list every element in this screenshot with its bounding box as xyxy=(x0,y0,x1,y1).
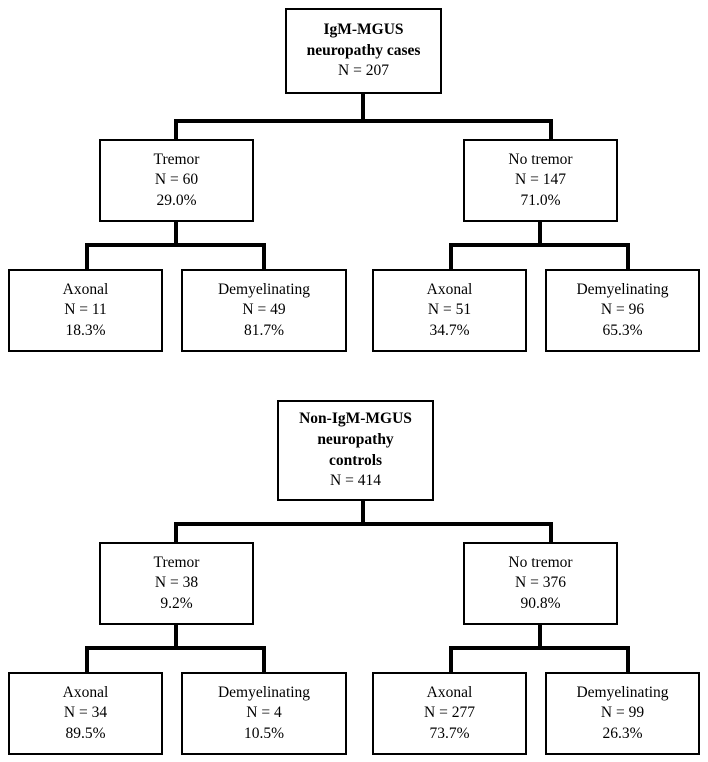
connector-t2-level2-bar xyxy=(174,522,553,526)
node-count: N = 147 xyxy=(515,171,566,189)
connector-t2-drop-tremor xyxy=(174,522,178,544)
node-title-line: controls xyxy=(328,451,383,469)
node-t1-no-tremor-axonal[interactable]: Axonal N = 51 34.7% xyxy=(372,269,527,352)
node-percent: 26.3% xyxy=(602,724,643,742)
node-t2-tremor-demyelinating[interactable]: Demyelinating N = 4 10.5% xyxy=(181,672,347,755)
node-percent: 65.3% xyxy=(602,321,643,339)
connector-t2-tremor-stem xyxy=(174,624,178,650)
node-label: No tremor xyxy=(508,150,573,168)
node-title-line: neuropathy xyxy=(317,430,394,448)
node-t1-no-tremor[interactable]: No tremor N = 147 71.0% xyxy=(463,139,618,222)
node-percent: 81.7% xyxy=(243,321,285,339)
node-percent: 90.8% xyxy=(520,594,561,612)
connector-t2-drop-demy-b xyxy=(626,646,630,674)
node-percent: 29.0% xyxy=(156,191,197,209)
node-t2-no-tremor-demyelinating[interactable]: Demyelinating N = 99 26.3% xyxy=(545,672,700,755)
node-count: N = 376 xyxy=(515,574,566,592)
node-count: N = 34 xyxy=(63,704,108,722)
connector-t1-drop-axonal-a xyxy=(85,243,89,271)
connector-t2-drop-demy-a xyxy=(262,646,266,674)
node-percent: 71.0% xyxy=(520,191,561,209)
node-label: Demyelinating xyxy=(217,280,311,298)
connector-t1-drop-demy-b xyxy=(626,243,630,271)
connector-t2-no-tremor-bar xyxy=(449,646,630,650)
node-count: N = 99 xyxy=(600,704,645,722)
node-percent: 34.7% xyxy=(429,321,470,339)
node-title-line: neuropathy cases xyxy=(306,41,421,59)
connector-t1-drop-no-tremor xyxy=(549,119,553,141)
connector-t2-no-tremor-stem xyxy=(538,624,542,650)
node-count: N = 11 xyxy=(64,301,107,319)
node-title-line: Non-IgM-MGUS xyxy=(299,410,412,428)
connector-t2-drop-axonal-b xyxy=(449,646,453,674)
node-percent: 10.5% xyxy=(243,724,285,742)
node-t1-no-tremor-demyelinating[interactable]: Demyelinating N = 96 65.3% xyxy=(545,269,700,352)
connector-t1-no-tremor-stem xyxy=(538,221,542,247)
node-t2-no-tremor[interactable]: No tremor N = 376 90.8% xyxy=(463,542,618,625)
node-label: No tremor xyxy=(508,553,573,571)
node-t1-tremor[interactable]: Tremor N = 60 29.0% xyxy=(99,139,254,222)
node-t2-tremor[interactable]: Tremor N = 38 9.2% xyxy=(99,542,254,625)
connector-t1-drop-axonal-b xyxy=(449,243,453,271)
node-t2-root[interactable]: Non-IgM-MGUS neuropathy controls N = 414 xyxy=(277,400,434,501)
connector-t1-tremor-stem xyxy=(174,221,178,247)
node-label: Demyelinating xyxy=(576,683,669,701)
node-label: Tremor xyxy=(153,553,200,571)
node-count: N = 277 xyxy=(424,704,475,722)
node-count: N = 51 xyxy=(427,301,472,319)
connector-t1-drop-demy-a xyxy=(262,243,266,271)
connector-t2-tremor-bar xyxy=(85,646,266,650)
node-label: Tremor xyxy=(153,150,200,168)
node-count: N = 414 xyxy=(330,472,381,490)
node-label: Axonal xyxy=(62,280,109,298)
node-t1-root[interactable]: IgM-MGUS neuropathy cases N = 207 xyxy=(285,8,442,94)
node-percent: 18.3% xyxy=(65,321,106,339)
node-percent: 73.7% xyxy=(429,724,470,742)
connector-t1-tremor-bar xyxy=(85,243,266,247)
node-t1-tremor-axonal[interactable]: Axonal N = 11 18.3% xyxy=(8,269,163,352)
connector-t1-drop-tremor xyxy=(174,119,178,141)
node-label: Axonal xyxy=(62,683,109,701)
connector-t1-no-tremor-bar xyxy=(449,243,630,247)
node-count: N = 38 xyxy=(154,574,199,592)
node-label: Axonal xyxy=(426,683,473,701)
connector-t2-drop-axonal-a xyxy=(85,646,89,674)
node-count: N = 4 xyxy=(246,704,282,722)
node-count: N = 207 xyxy=(338,62,389,80)
node-label: Demyelinating xyxy=(217,683,311,701)
node-t2-no-tremor-axonal[interactable]: Axonal N = 277 73.7% xyxy=(372,672,527,755)
connector-t2-drop-no-tremor xyxy=(549,522,553,544)
node-count: N = 49 xyxy=(242,301,286,319)
connector-t1-root-stem xyxy=(361,93,365,123)
connector-t1-level2-bar xyxy=(174,119,553,123)
node-title-line: IgM-MGUS xyxy=(323,21,404,39)
node-t2-tremor-axonal[interactable]: Axonal N = 34 89.5% xyxy=(8,672,163,755)
node-percent: 89.5% xyxy=(65,724,106,742)
node-label: Axonal xyxy=(426,280,473,298)
node-count: N = 60 xyxy=(154,171,199,189)
connector-t2-root-stem xyxy=(361,500,365,526)
node-count: N = 96 xyxy=(600,301,645,319)
node-t1-tremor-demyelinating[interactable]: Demyelinating N = 49 81.7% xyxy=(181,269,347,352)
node-label: Demyelinating xyxy=(576,280,669,298)
node-percent: 9.2% xyxy=(160,594,193,612)
